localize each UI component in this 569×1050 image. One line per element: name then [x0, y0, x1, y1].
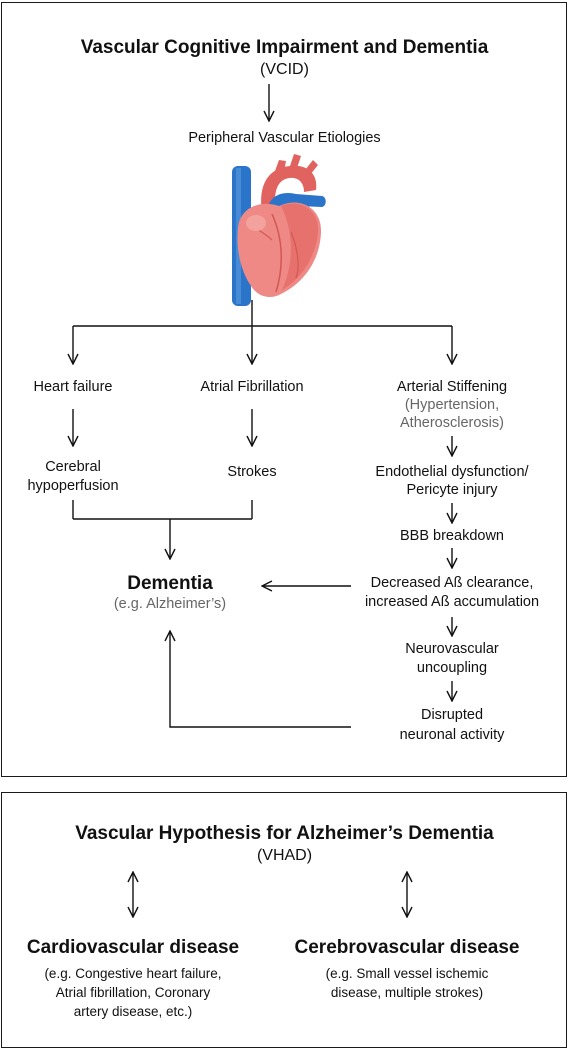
endothelial-line-1: Endothelial dysfunction/	[375, 464, 529, 480]
cerebral-hypoperfusion-line-1: Cerebral	[45, 459, 101, 475]
bbb-label: BBB breakdown	[400, 528, 504, 544]
vcid-title: Vascular Cognitive Impairment and Dement…	[80, 37, 489, 58]
arterial-stiffening-causes-1: (Hypertension,	[404, 397, 500, 413]
abeta-line-2: increased Aß accumulation	[364, 594, 540, 610]
abeta-line-1: Decreased Aß clearance,	[370, 575, 534, 591]
neurovascular-line-1: Neurovascular	[405, 641, 499, 657]
disrupted-line-2: neuronal activity	[399, 727, 505, 743]
cerebrovascular-example-1: (e.g. Small vessel ischemic	[325, 966, 489, 981]
vhad-title: Vascular Hypothesis for Alzheimer’s Deme…	[75, 823, 494, 844]
disrupted-line-1: Disrupted	[420, 707, 484, 723]
dementia-example: (e.g. Alzheimer’s)	[113, 596, 227, 612]
arrow-disrupted-to-dementia	[170, 631, 351, 728]
cardiovascular-example-3: artery disease, etc.)	[73, 1004, 193, 1019]
cerebrovascular-example-2: disease, multiple strokes)	[330, 985, 484, 1000]
endothelial-line-2: Pericyte injury	[406, 482, 498, 498]
cardiovascular-example-1: (e.g. Congestive heart failure,	[44, 966, 222, 981]
vhad-panel	[1, 792, 567, 1048]
cardiovascular-example-2: Atrial fibrillation, Coronary	[55, 985, 211, 1000]
neurovascular-line-2: uncoupling	[416, 660, 488, 676]
vcid-subtitle: (VCID)	[260, 61, 309, 78]
vcid-panel	[1, 2, 567, 777]
vhad-subtitle: (VHAD)	[256, 847, 313, 864]
heart-failure-label: Heart failure	[33, 379, 113, 395]
strokes-label: Strokes	[227, 464, 277, 480]
atrial-fibrillation-label: Atrial Fibrillation	[200, 379, 304, 395]
cardiovascular-title: Cardiovascular disease	[26, 937, 240, 958]
cerebrovascular-title: Cerebrovascular disease	[294, 937, 520, 958]
arterial-stiffening-label: Arterial Stiffening	[396, 379, 508, 395]
cerebral-hypoperfusion-line-2: hypoperfusion	[27, 478, 119, 494]
dementia-label: Dementia	[127, 573, 213, 594]
arterial-stiffening-causes-2: Atherosclerosis)	[400, 415, 504, 431]
etiology-label: Peripheral Vascular Etiologies	[188, 130, 381, 146]
